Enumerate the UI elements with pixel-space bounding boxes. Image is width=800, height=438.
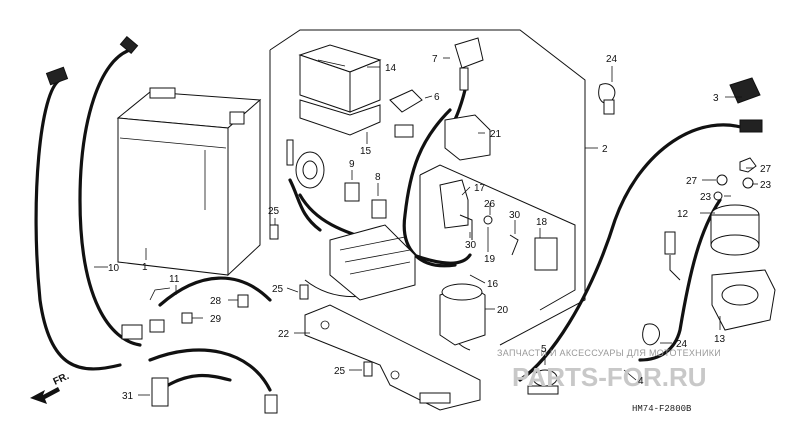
front-arrow-icon <box>30 387 60 404</box>
callout-numbers: 1 2 3 4 5 6 7 8 9 10 11 12 13 14 15 16 1… <box>108 54 772 402</box>
callout-19: 19 <box>484 254 496 265</box>
assembly-frame <box>269 29 586 346</box>
battery-cables <box>34 35 278 414</box>
callout-16: 16 <box>487 279 499 290</box>
callout-31: 31 <box>122 391 134 402</box>
direction-label: FR. <box>52 371 71 388</box>
callout-23-a: 23 <box>700 192 712 203</box>
small-nuts <box>713 157 757 201</box>
fuse-holder <box>286 139 416 301</box>
callout-11: 11 <box>169 274 180 285</box>
callout-20: 20 <box>497 305 509 316</box>
relay-holder <box>711 269 776 331</box>
callout-26: 26 <box>484 199 496 210</box>
callout-12: 12 <box>677 209 689 220</box>
callout-29: 29 <box>210 314 222 325</box>
callout-5: 5 <box>541 344 547 355</box>
starter-cable <box>518 77 763 395</box>
battery <box>116 87 262 277</box>
leader-lines <box>94 57 758 396</box>
fuse-box-cover <box>298 44 382 136</box>
callout-7: 7 <box>432 54 438 65</box>
clamps <box>598 83 660 346</box>
cover-boot <box>439 283 486 346</box>
relays <box>389 37 491 161</box>
callout-13: 13 <box>714 334 726 345</box>
callout-25-a: 25 <box>268 206 280 217</box>
callout-24-b: 24 <box>676 339 688 350</box>
callout-28: 28 <box>210 296 222 307</box>
watermark-brand-text: PARTS-FOR.RU <box>512 362 707 392</box>
callout-22: 22 <box>278 329 290 340</box>
callout-17: 17 <box>474 183 486 194</box>
callout-4: 4 <box>638 376 644 387</box>
callout-24-a: 24 <box>606 54 618 65</box>
bracket <box>304 304 481 411</box>
callout-27-b: 27 <box>686 176 698 187</box>
fuses <box>344 182 387 219</box>
relay-parts <box>439 179 558 271</box>
callout-2: 2 <box>602 144 608 155</box>
diagram-code: HM74-F2800B <box>632 404 692 414</box>
callout-30-b: 30 <box>509 210 521 221</box>
callout-18: 18 <box>536 217 548 228</box>
callout-10: 10 <box>108 263 120 274</box>
callout-30-a: 30 <box>465 240 477 251</box>
callout-25-b: 25 <box>272 284 284 295</box>
starter-relay <box>664 204 760 281</box>
watermark-top-text: ЗАПЧАСТИ И АКСЕССУАРЫ ДЛЯ МОТОТЕХНИКИ <box>497 348 721 358</box>
callout-23-b: 23 <box>760 180 772 191</box>
callout-3: 3 <box>713 93 719 104</box>
callout-9: 9 <box>349 159 355 170</box>
callout-1: 1 <box>142 262 148 273</box>
callout-27-a: 27 <box>760 164 772 175</box>
callout-25-c: 25 <box>334 366 346 377</box>
callout-15: 15 <box>360 146 372 157</box>
callout-14: 14 <box>385 63 397 74</box>
callout-6: 6 <box>434 92 440 103</box>
callout-8: 8 <box>375 172 381 183</box>
callout-21: 21 <box>490 129 502 140</box>
